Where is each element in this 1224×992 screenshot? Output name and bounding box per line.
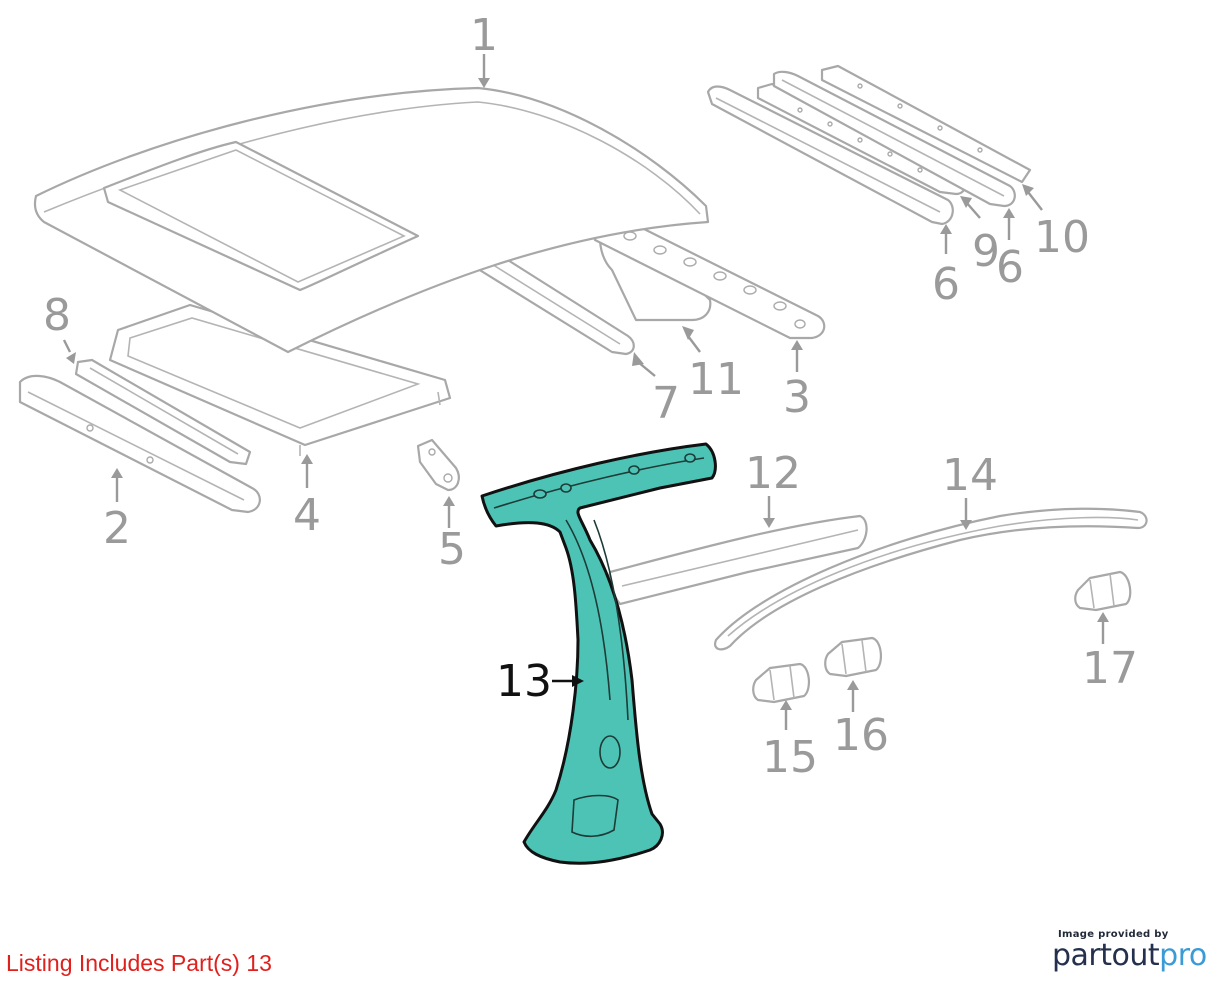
brand-accent: pro	[1159, 938, 1207, 973]
partoutpro-logo: partoutpro	[1052, 938, 1207, 973]
callout-15: 15	[762, 732, 818, 783]
part-7-rail	[468, 248, 635, 356]
part-16-clip	[824, 636, 882, 678]
part-8-roof-bow	[74, 358, 252, 466]
callout-10: 10	[1034, 212, 1090, 263]
part-1-roof-panel	[33, 86, 710, 354]
part-6-inner-rail	[772, 70, 1016, 208]
callout-7: 7	[652, 378, 680, 429]
callout-2: 2	[103, 503, 131, 554]
part-13-center-pillar	[480, 442, 717, 865]
callout-1: 1	[470, 10, 498, 61]
callout-12: 12	[745, 448, 801, 499]
callout-3: 3	[783, 372, 811, 423]
callout-labels: 1 2 3 4 5 6 6 7 8 9 10 11 12 13 14 15 16…	[43, 10, 1138, 783]
callout-14: 14	[942, 450, 998, 501]
part-15-clip	[752, 662, 810, 704]
image-credit: Image provided by	[1058, 929, 1169, 940]
listing-note: Listing Includes Part(s) 13	[6, 950, 272, 976]
callout-arrows	[62, 54, 1109, 730]
callout-16: 16	[833, 710, 889, 761]
part-5-bracket	[416, 438, 460, 492]
callout-4: 4	[293, 490, 321, 541]
brand-main: partout	[1052, 938, 1160, 973]
callout-8: 8	[43, 290, 71, 341]
part-17-clip	[1074, 570, 1132, 612]
part-2-front-header	[18, 374, 261, 514]
callout-11: 11	[688, 354, 744, 405]
part-3-rear-header	[593, 220, 826, 340]
callout-6: 6	[932, 259, 960, 310]
part-10-reinforcement	[820, 64, 1032, 184]
part-14-long-rail	[714, 507, 1148, 651]
part-12-roof-rail	[608, 514, 868, 606]
callout-17: 17	[1082, 643, 1138, 694]
callout-5: 5	[438, 524, 466, 575]
callout-6-second: 6	[996, 242, 1024, 293]
callout-13: 13	[496, 656, 552, 707]
part-6-side-rail	[706, 85, 954, 226]
callout-9: 9	[972, 226, 1000, 277]
part-4-sunroof-frame	[108, 303, 452, 456]
